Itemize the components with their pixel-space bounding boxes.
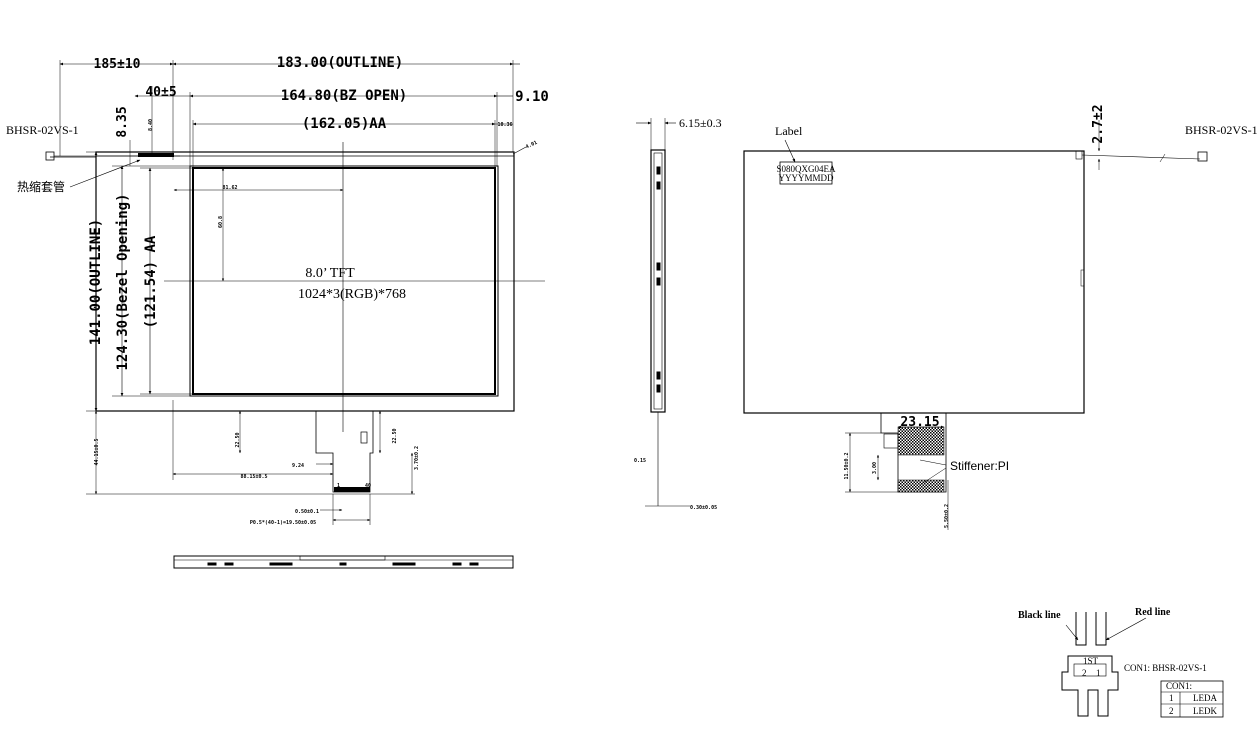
pin-number-40: 40 [365, 483, 371, 489]
dim-fpc-total-height: 44.15±0.5 [94, 438, 100, 465]
dim-cable-tip: 4.01 [525, 140, 538, 151]
heat-shrink-label: 热缩套管 [17, 179, 65, 194]
pin-mark-2: 2 [1082, 668, 1087, 678]
back-fpc-height: 11.50±0.2 [844, 452, 850, 479]
connector-detail [1061, 612, 1224, 718]
back-stiffener-gap: 3.00 [872, 462, 878, 474]
dim-cable-length: 185±10 [94, 57, 141, 72]
dim-fpc-width-right: 22.50 [392, 428, 398, 443]
dim-pin-pitch-formula: P0.5*(40-1)=19.50±0.05 [250, 520, 316, 526]
dim-right-aa-gap: 10.36 [497, 122, 512, 128]
fpc-outline [315, 411, 374, 493]
pin-number-1: 1 [337, 483, 340, 489]
red-line-label: Red line [1135, 607, 1171, 618]
stiffener-bottom [897, 479, 945, 493]
stiffener-label: Stiffener:PI [950, 459, 1009, 473]
stiffener-top [897, 426, 945, 456]
table-pin-1-no: 1 [1169, 693, 1174, 703]
pin-mark-1: 1 [1096, 668, 1101, 678]
connector-label-left: BHSR-02VS-1 [6, 123, 79, 137]
table-header: CON1: [1166, 681, 1192, 691]
side-dim-small: 0.15 [634, 458, 646, 464]
dim-right-margin: 9.10 [515, 89, 549, 105]
dim-bezel-open-height: 124.30(Bezel Opening) [115, 193, 131, 370]
stiffener-width: 23.15 [900, 415, 939, 430]
back-view [743, 120, 1208, 530]
table-pin-2-no: 2 [1169, 706, 1174, 716]
dim-outline-height: 141.00(OUTLINE) [88, 219, 104, 345]
bottom-edge-view [173, 555, 514, 569]
side-thickness: 6.15±0.3 [679, 116, 722, 130]
dim-center-x: 81.62 [222, 185, 237, 191]
dim-center-y: 60.8 [218, 216, 224, 228]
dim-aa-width: (162.05)AA [302, 116, 387, 132]
dim-fpc-offset: 9.24 [292, 463, 304, 469]
back-cable-offset: 2.7±2 [1091, 104, 1106, 143]
dim-fpc-tail: 3.70±0.2 [414, 446, 420, 470]
dim-top-margin: 8.35 [115, 106, 130, 137]
connector-label-right: BHSR-02VS-1 [1185, 123, 1258, 137]
dim-cable-mark: 8.40 [148, 119, 154, 131]
dim-pin-pitch-small: 0.50±0.1 [295, 509, 319, 515]
dim-fpc-position: 88.15±0.5 [240, 474, 267, 480]
back-stiffener-bottom: 5.50±0.2 [944, 504, 950, 528]
label-caption: Label [775, 124, 803, 138]
front-view [45, 60, 545, 525]
dim-aa-height: (121.54) AA [143, 235, 159, 328]
table-pin-2-name: LEDK [1193, 706, 1217, 716]
side-view [636, 118, 690, 507]
dim-bezel-open-width: 164.80(BZ OPEN) [281, 88, 407, 104]
side-dim-bottom: 0.30±0.05 [690, 505, 717, 511]
panel-resolution-text: 1024*3(RGB)*768 [298, 287, 406, 302]
table-pin-1-name: LEDA [1193, 693, 1217, 703]
pin-text: 1ST [1083, 656, 1099, 666]
dim-outline-width: 183.00(OUTLINE) [277, 55, 403, 71]
black-line-label: Black line [1018, 610, 1061, 621]
label-line-2: YYYYMMDD [778, 173, 834, 183]
label-line-1: S080QXG04EA [776, 164, 836, 174]
product-label [779, 161, 833, 185]
back-outline [743, 150, 1085, 414]
dim-fpc-width-left: 22.50 [235, 432, 241, 447]
con1-label: CON1: BHSR-02VS-1 [1124, 663, 1207, 673]
panel-size-text: 8.0’ TFT [305, 266, 355, 281]
dim-cable-offset: 40±5 [145, 85, 176, 100]
